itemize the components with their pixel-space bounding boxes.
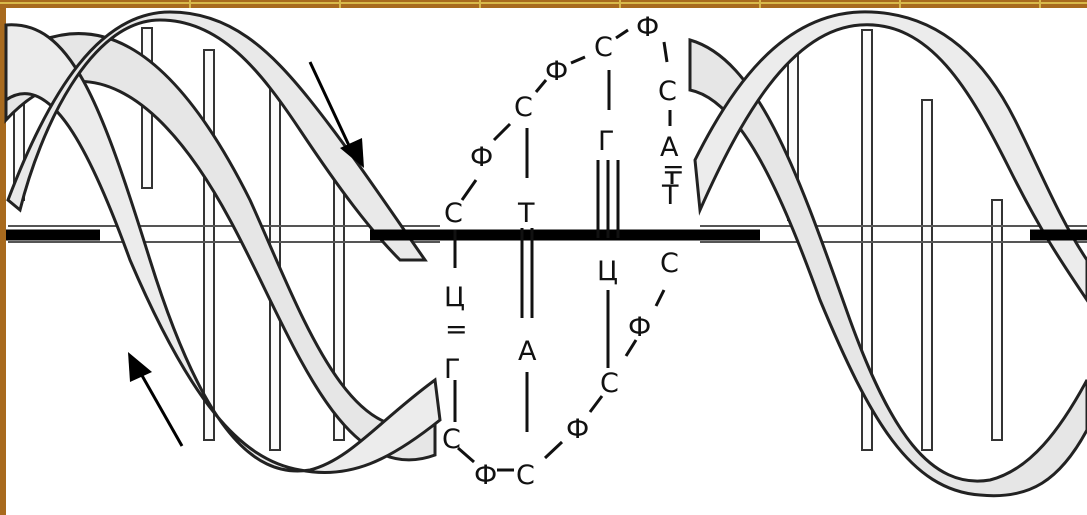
- sugar-label: С: [442, 424, 461, 455]
- sugar-label: С: [514, 92, 533, 123]
- base-label: Т: [517, 198, 535, 229]
- phosphate-label: Ф: [636, 12, 659, 43]
- sugar-label: С: [660, 248, 679, 279]
- base-label: Ц: [597, 256, 618, 287]
- sugar-label: С: [594, 32, 613, 63]
- sugar-label: С: [516, 460, 535, 491]
- double-bond-symbol: =: [662, 154, 685, 185]
- sugar-label: С: [444, 198, 463, 229]
- base-label: Г: [598, 126, 614, 157]
- sugar-label: С: [600, 368, 619, 399]
- phosphate-label: Ф: [545, 56, 568, 87]
- double-bond-symbol: =: [445, 314, 468, 345]
- phosphate-label: Ф: [470, 142, 493, 173]
- sugar-label: С: [658, 76, 677, 107]
- phosphate-label: Ф: [474, 460, 497, 491]
- phosphate-label: Ф: [628, 312, 651, 343]
- base-label: Ц: [444, 282, 465, 313]
- base-label: Г: [444, 354, 460, 385]
- base-label: А: [518, 336, 537, 367]
- phosphate-label: Ф: [566, 414, 589, 445]
